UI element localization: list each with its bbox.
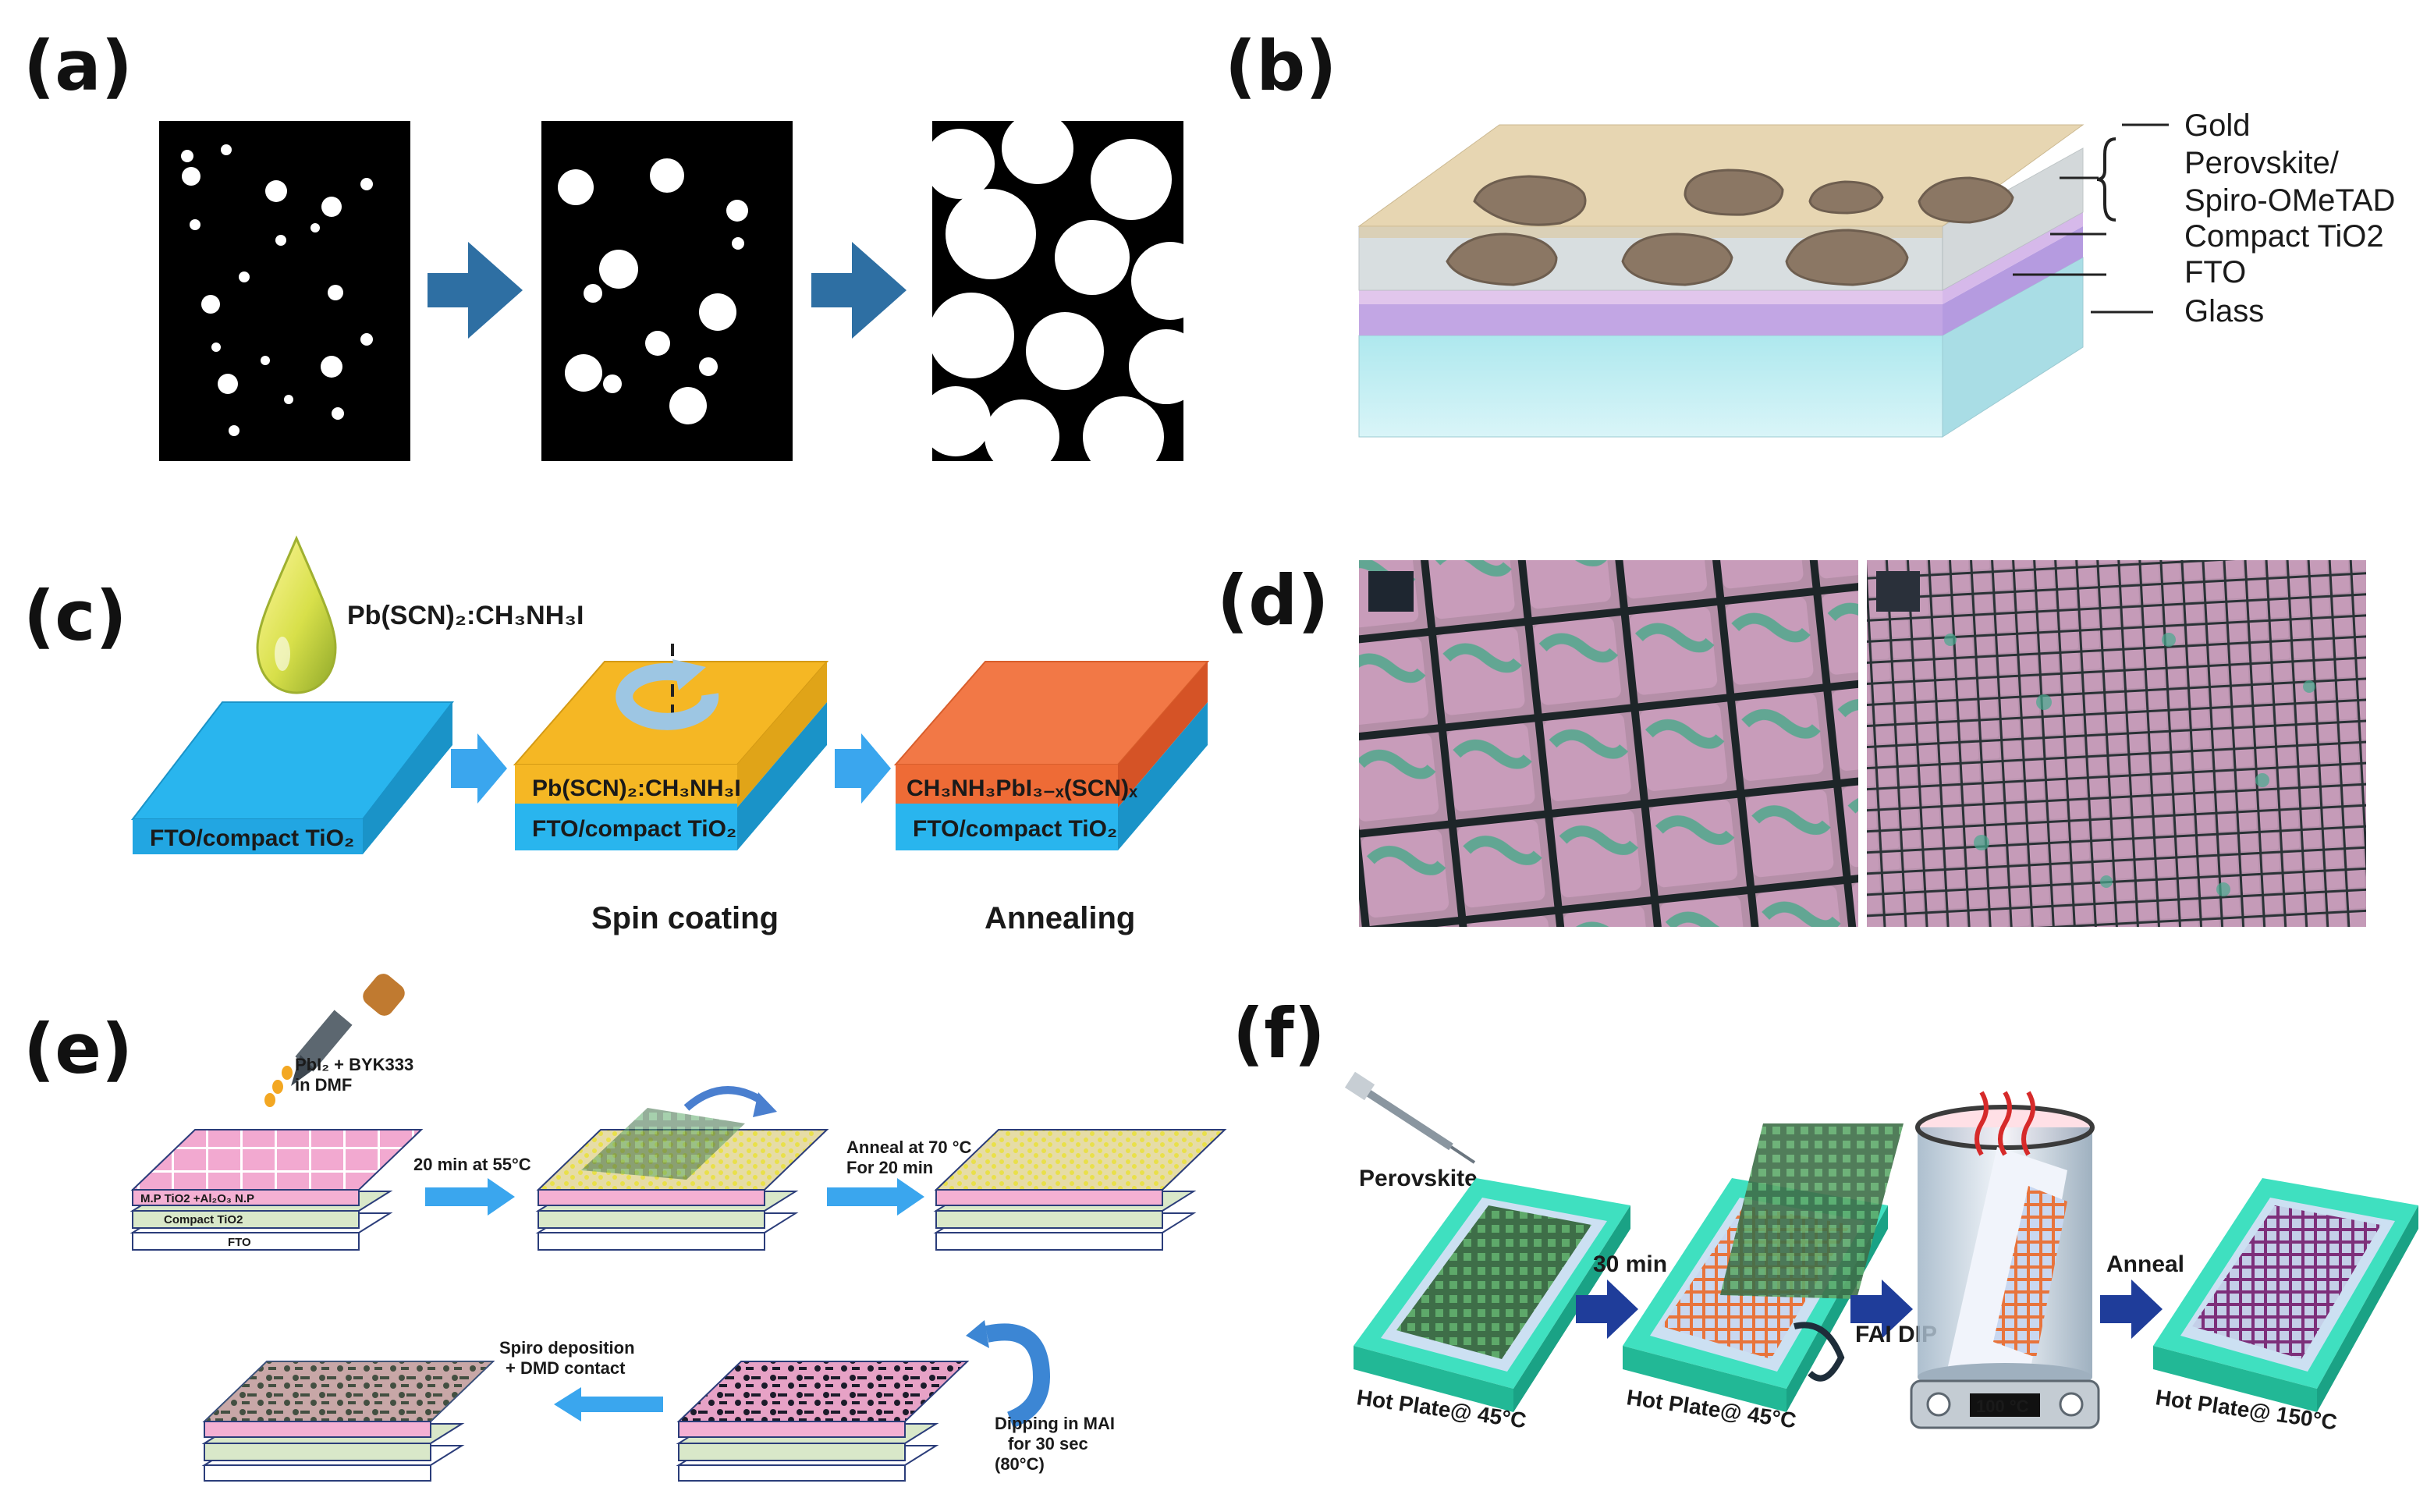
arrow-icon bbox=[811, 242, 907, 339]
stack-1: M.P TiO2 +Al₂O₃ N.P Compact TiO2 FTO bbox=[130, 1129, 424, 1251]
solution-label-line2: in DMF bbox=[295, 1075, 352, 1095]
nucleation-frame-3 bbox=[932, 121, 1183, 461]
stack-4 bbox=[676, 1361, 970, 1482]
substrate-label-2: FTO/compact TiO₂ bbox=[532, 816, 736, 842]
perovskite-label: Perovskite bbox=[1359, 1166, 1478, 1191]
substrate-label-1: FTO/compact TiO₂ bbox=[150, 825, 354, 851]
micrograph-large-grid bbox=[1359, 560, 1858, 927]
perovskite-grains bbox=[1446, 169, 2014, 286]
device-stack-diagram: Gold Perovskite/ Spiro-OMeTAD Compact Ti… bbox=[1357, 108, 2395, 438]
layer-label-fto: FTO bbox=[2184, 255, 2246, 289]
layer-label-perovskite: Perovskite/ bbox=[2184, 146, 2340, 180]
arrow-icon bbox=[451, 733, 507, 804]
solution-label-line1: PbI₂ + BYK333 bbox=[295, 1055, 413, 1074]
layer-label-compact: Compact TiO2 bbox=[2184, 219, 2384, 254]
panel-f: (f) Perovskite Hot Plate@ 45°C 30 min bbox=[1233, 993, 2418, 1435]
dip-jar: 100 °C bbox=[1910, 1091, 2100, 1429]
step-label-30min: 30 min bbox=[1593, 1251, 1667, 1277]
step-label-3-line2: for 30 sec bbox=[1008, 1434, 1088, 1453]
step-label-anneal: Annealing bbox=[985, 901, 1135, 935]
hotplate-2: Hot Plate@ 45°C bbox=[1623, 1123, 1904, 1432]
arrow-icon bbox=[425, 1178, 515, 1216]
panel-d: (d) bbox=[1217, 560, 2366, 927]
substrate-2: Pb(SCN)₂:CH₃NH₃I FTO/compact TiO₂ bbox=[513, 644, 829, 850]
panel-b-letter: (b) bbox=[1225, 26, 1336, 106]
droplet-icon bbox=[256, 535, 337, 694]
panel-a-letter: (a) bbox=[23, 26, 133, 106]
step-label-2-line2: For 20 min bbox=[846, 1158, 933, 1177]
hotplate-1: Hot Plate@ 45°C bbox=[1354, 1178, 1630, 1432]
arrow-icon bbox=[835, 733, 891, 804]
layer-label-mp: M.P TiO2 +Al₂O₃ N.P bbox=[140, 1192, 254, 1205]
panel-b: (b) bbox=[1225, 26, 2395, 438]
step-label-spin: Spin coating bbox=[591, 901, 779, 935]
dropper-icon bbox=[264, 974, 405, 1107]
film-label-product: CH₃NH₃PbI₃₋ₓ(SCN)ₓ bbox=[907, 776, 1138, 801]
step-label-3-line3: (80°C) bbox=[995, 1454, 1045, 1474]
substrate-3: CH₃NH₃PbI₃₋ₓ(SCN)ₓ FTO/compact TiO₂ bbox=[893, 661, 1210, 850]
arrow-icon bbox=[428, 242, 523, 339]
substrate-label-3: FTO/compact TiO₂ bbox=[913, 816, 1117, 842]
precursor-label: Pb(SCN)₂:CH₃NH₃I bbox=[347, 601, 584, 630]
panel-e: (e) PbI₂ + BYK333 in DMF M.P TiO2 +Al₂O₃… bbox=[23, 974, 1227, 1482]
stack-5 bbox=[201, 1361, 495, 1482]
panel-c-letter: (c) bbox=[23, 576, 127, 656]
film-label-precursor: Pb(SCN)₂:CH₃NH₃I bbox=[532, 776, 741, 801]
step-label-2-line1: Anneal at 70 °C bbox=[846, 1138, 972, 1157]
layer-label-compact: Compact TiO2 bbox=[164, 1213, 243, 1226]
spin-icon bbox=[616, 644, 719, 730]
panel-c: (c) Pb(SCN)₂:CH₃NH₃I FTO/compact TiO₂ Pb… bbox=[23, 535, 1210, 935]
pipette-icon bbox=[1344, 1071, 1476, 1164]
arrow-icon bbox=[554, 1387, 663, 1421]
arrow-icon bbox=[2100, 1280, 2163, 1339]
panel-f-letter: (f) bbox=[1233, 993, 1325, 1074]
panel-e-letter: (e) bbox=[23, 1009, 133, 1089]
arrow-icon bbox=[827, 1178, 924, 1216]
panel-a: (a) bbox=[23, 26, 1183, 461]
step-label-3-line1: Dipping in MAI bbox=[995, 1414, 1115, 1433]
nucleation-frame-2 bbox=[541, 121, 793, 461]
layer-label-gold: Gold bbox=[2184, 108, 2251, 143]
step-label-1: 20 min at 55°C bbox=[413, 1155, 531, 1174]
step-label-4-line1: Spiro deposition bbox=[499, 1338, 635, 1358]
step-label-anneal: Anneal bbox=[2106, 1251, 2184, 1277]
hotplate-3: Hot Plate@ 150°C bbox=[2153, 1178, 2418, 1435]
stack-2 bbox=[535, 1086, 829, 1251]
layer-label-spiro: Spiro-OMeTAD bbox=[2184, 183, 2395, 218]
nucleation-frame-1 bbox=[159, 121, 410, 461]
layer-label-glass: Glass bbox=[2184, 294, 2264, 328]
heater-display: 100 °C bbox=[1976, 1397, 2029, 1416]
layer-label-fto: FTO bbox=[228, 1236, 251, 1249]
arrow-icon bbox=[1850, 1280, 1913, 1339]
micrograph-small-grid bbox=[1867, 560, 2366, 927]
panel-d-letter: (d) bbox=[1217, 560, 1329, 641]
step-label-4-line2: + DMD contact bbox=[506, 1358, 626, 1378]
substrate-1: FTO/compact TiO₂ bbox=[130, 701, 455, 854]
curved-arrow-icon bbox=[985, 1323, 1051, 1429]
stack-3 bbox=[933, 1129, 1227, 1251]
arrow-icon bbox=[1576, 1280, 1638, 1339]
